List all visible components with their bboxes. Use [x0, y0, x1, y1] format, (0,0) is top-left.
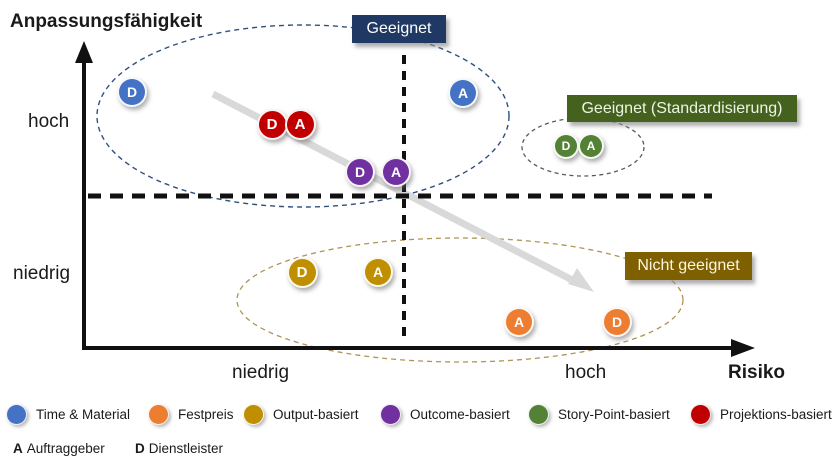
legend-label: Story-Point-basiert [558, 406, 670, 422]
marker-output-d: D [286, 256, 318, 288]
marker-story-point-a: A [578, 133, 604, 159]
marker-story-point-d: D [553, 133, 579, 159]
legend-dot [380, 403, 401, 425]
legend-item-story-point-basiert: Story-Point-basiert [528, 402, 670, 426]
legend-dot [6, 403, 27, 425]
marker-projektions-d: D [256, 108, 288, 140]
marker-festpreis-a: A [504, 307, 534, 337]
marker-time-material-d: D [117, 77, 147, 107]
legend-dot [690, 403, 711, 425]
legend-item-time-material: Time & Material [6, 402, 130, 426]
x-axis-title: Risiko [728, 362, 786, 383]
legend-item-festpreis: Festpreis [148, 402, 234, 426]
marker-outcome-a: A [381, 157, 411, 187]
legend-label: Festpreis [178, 406, 234, 422]
role-letter: A [13, 441, 23, 456]
marker-festpreis-d: D [602, 307, 632, 337]
marker-projektions-a: A [284, 108, 316, 140]
x-tick-hoch: hoch [565, 362, 607, 383]
role-label: Auftraggeber [26, 441, 105, 456]
role-letter: D [135, 441, 145, 456]
legend-dot [243, 403, 264, 425]
legend-item-output-basiert: Output-basiert [243, 402, 359, 426]
legend-label: Time & Material [36, 406, 131, 422]
region-label-geeignet: Geeignet [352, 15, 446, 43]
trend-arrow-head [568, 268, 594, 292]
legend-label: Output-basiert [273, 406, 359, 422]
marker-output-a: A [363, 257, 393, 287]
marker-outcome-d: D [345, 157, 375, 187]
diagram-canvas [75, 24, 755, 363]
legend-label: Projektions-basiert [720, 406, 832, 422]
role-label: Dienstleister [148, 441, 224, 456]
not-suitable-group-ellipse [236, 237, 684, 363]
suitable-group-ellipse [96, 24, 510, 208]
legend-dot [528, 403, 549, 425]
y-axis-arrowhead [75, 41, 93, 63]
y-tick-hoch: hoch [28, 111, 70, 132]
legend-dot [148, 403, 169, 425]
x-axis-arrowhead [731, 339, 755, 357]
region-label-nicht-geeignet: Nicht geeignet [625, 252, 752, 280]
region-label-geeignet-standardisierung: Geeignet (Standardisierung) [567, 95, 797, 122]
y-axis-title: Anpassungsfähigkeit [10, 11, 203, 32]
legend-label: Outcome-basiert [410, 406, 510, 422]
legend-item-projektions-basiert: Projektions-basiert [690, 402, 832, 426]
legend-item-outcome-basiert: Outcome-basiert [380, 402, 510, 426]
y-tick-niedrig: niedrig [13, 263, 71, 284]
marker-time-material-a: A [448, 78, 478, 108]
x-tick-niedrig: niedrig [232, 362, 290, 383]
